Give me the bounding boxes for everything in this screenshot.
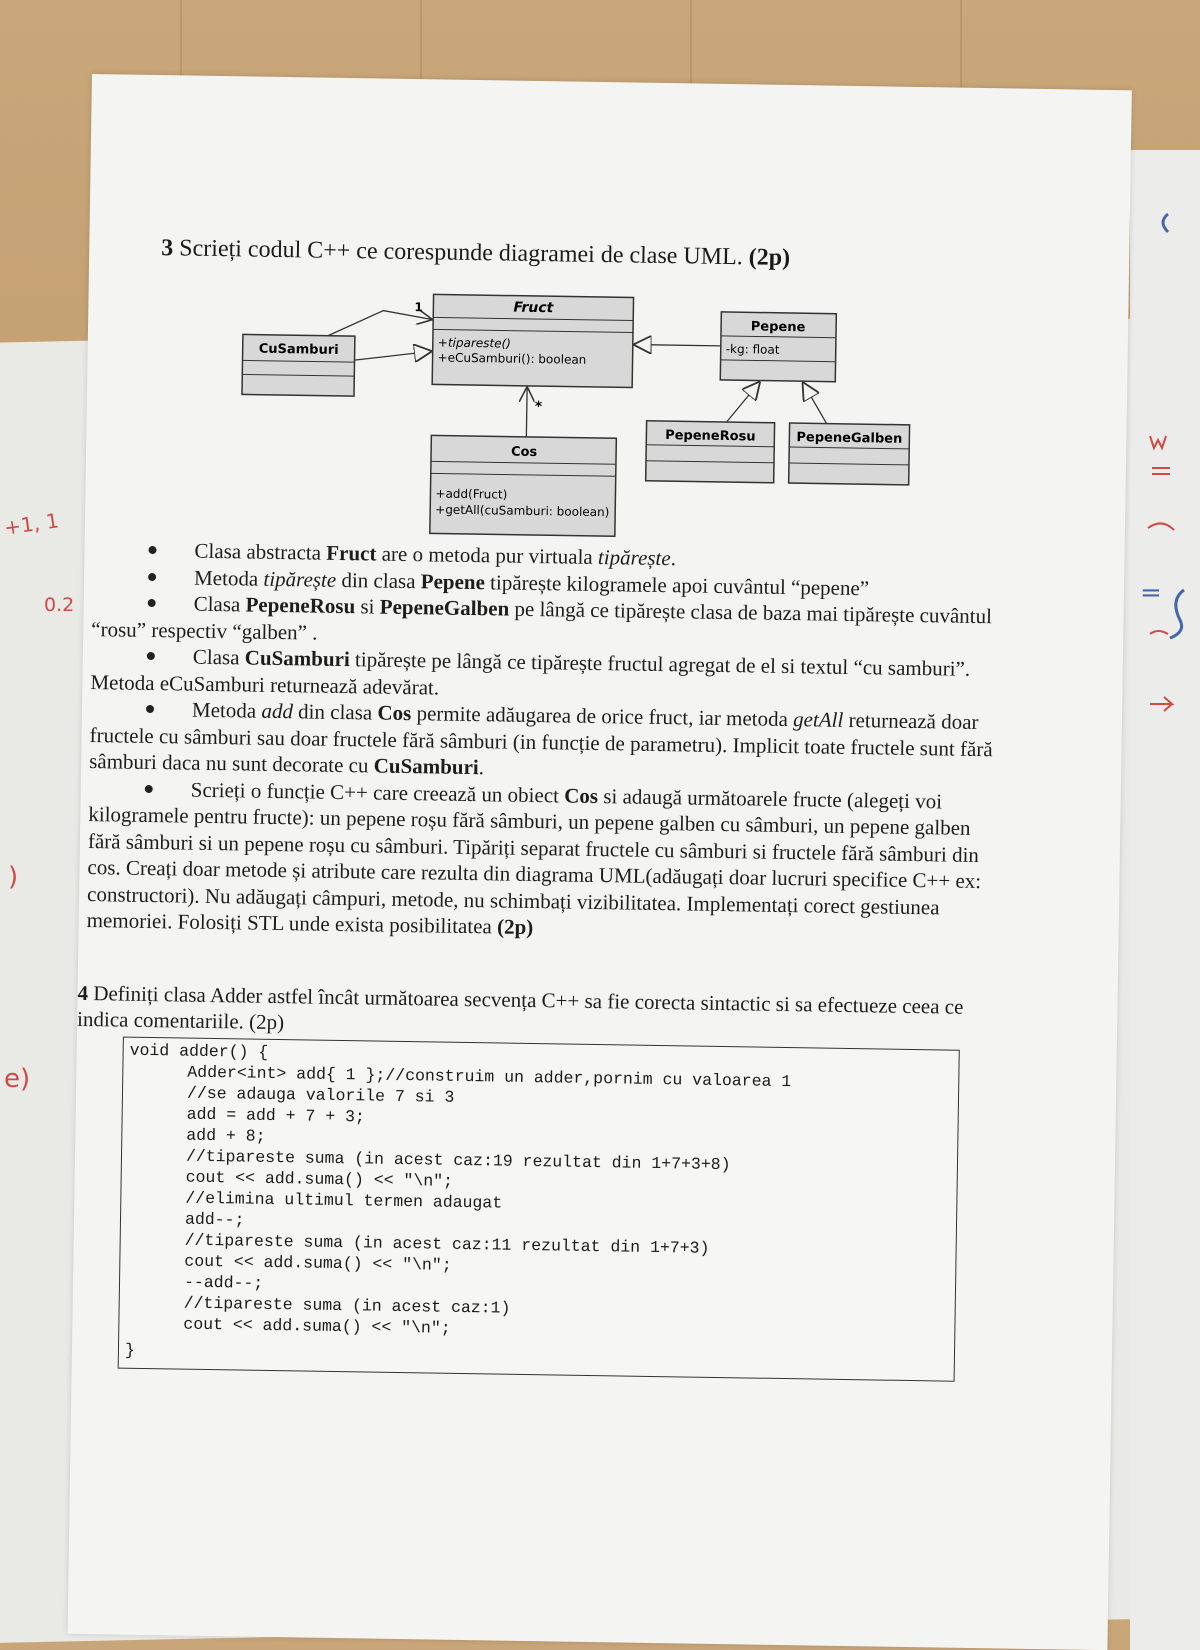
- code-line-9: add--;: [184, 1209, 245, 1230]
- cos-method-add: +add(Fruct): [435, 486, 507, 501]
- uml-class-pepenerosu: PepeneRosu: [644, 419, 776, 484]
- question-4-text: Definiți clasa Adder astfel încât următo…: [76, 981, 964, 1035]
- bullet-5: Metoda add din clasa Cos permite adăugar…: [89, 697, 993, 780]
- question-3-title: 3 Scrieți codul C++ ce corespunde diagra…: [161, 235, 790, 272]
- question-4: 4 Definiți clasa Adder astfel încât urmă…: [77, 980, 983, 1046]
- code-line-1: void adder() {: [129, 1040, 269, 1062]
- margin-scribbles: [1147, 212, 1185, 712]
- uml-inherit-pepene-fruct: [635, 345, 721, 346]
- uml-multiplicity-many: *: [535, 399, 543, 415]
- bullet-dot: [146, 652, 155, 661]
- requirements-list: Clasa abstracta Fruct are o metoda pur v…: [86, 536, 997, 948]
- cos-name: Cos: [511, 445, 538, 460]
- pepene-name: Pepene: [751, 319, 806, 335]
- uml-inherit-cusamburi-fruct: [354, 350, 431, 361]
- uml-class-diagram: Fruct +tipareste() +eCuSamburi(): boolea…: [241, 293, 911, 538]
- question-3-text: Scrieți codul C++ ce corespunde diagrame…: [179, 235, 743, 271]
- margin-score: 0.2: [44, 594, 75, 616]
- uml-class-fruct: Fruct +tipareste() +eCuSamburi(): boolea…: [431, 293, 635, 389]
- margin-e-paren: e): [4, 1064, 31, 1094]
- bullet-dot: [144, 784, 153, 793]
- uml-inherit-pepenegalben-pepene: [803, 383, 828, 424]
- code-line-12: --add--;: [183, 1272, 264, 1293]
- uml-class-pepene: Pepene -kg: float: [719, 311, 838, 383]
- pepenegalben-name: PepeneGalben: [796, 430, 902, 447]
- code-box: void adder() { Adder<int> add{ 1 };//con…: [117, 1036, 960, 1382]
- cos-method-getall: +getAll(cuSamburi: boolean): [435, 502, 609, 519]
- fruct-method-tipareste: +tipareste(): [438, 335, 511, 350]
- uml-class-cusamburi: CuSamburi: [241, 333, 356, 397]
- margin-paren: ): [8, 862, 19, 892]
- margin-note-right: =: [1140, 578, 1162, 608]
- bullet-dot: [145, 705, 155, 714]
- pepenerosu-name: PepeneRosu: [665, 428, 756, 444]
- uml-class-cos: Cos +add(Fruct) +getAll(cuSamburi: boole…: [429, 434, 618, 538]
- code-line-14: cout << add.suma() << "\n";: [183, 1314, 451, 1338]
- question-3-number: 3: [161, 235, 174, 262]
- fruct-name: Fruct: [513, 300, 554, 317]
- bullet-dot: [148, 546, 157, 555]
- question-3-points: (2p): [748, 244, 791, 271]
- bullet-dot: [147, 599, 156, 608]
- question-4-number: 4: [77, 980, 89, 1006]
- code-line-15: }: [124, 1340, 136, 1360]
- uml-class-pepenegalben: PepeneGalben: [787, 422, 911, 486]
- bullet-6: Scrieți o funcție C++ care creează un ob…: [86, 777, 982, 940]
- exam-page: 3 Scrieți codul C++ ce corespunde diagra…: [67, 74, 1132, 1650]
- fruct-method-ecusamburi: +eCuSamburi(): boolean: [437, 350, 586, 366]
- uml-inherit-pepenerosu-pepene: [726, 382, 760, 423]
- uml-association-cos-fruct: [526, 388, 527, 437]
- code-line-5: add + 8;: [186, 1125, 266, 1146]
- uml-multiplicity-one: 1: [414, 300, 423, 314]
- bullet-dot: [148, 572, 157, 581]
- uml-aggregation-cusamburi-fruct: [327, 310, 431, 337]
- right-sheet: [1130, 150, 1200, 1650]
- cusamburi-name: CuSamburi: [259, 342, 339, 358]
- pepene-attribute-kg: -kg: float: [726, 342, 780, 357]
